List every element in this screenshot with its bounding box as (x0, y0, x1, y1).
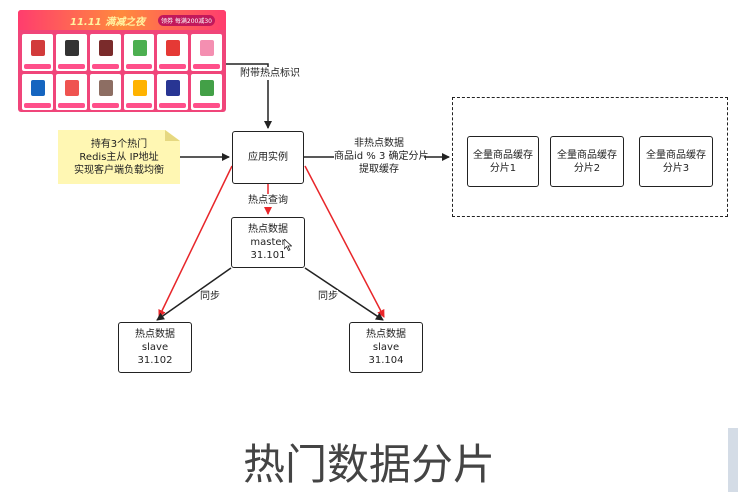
note-fold (165, 130, 180, 141)
red-arrow-right-slave (304, 165, 385, 318)
promo-product (157, 73, 189, 110)
slide-title: 热门数据分片 (242, 440, 495, 489)
hot-query-label: 热点查询 (248, 194, 288, 207)
red-arrow-left-slave (158, 165, 233, 318)
promo-coupon: 领券 每满200减30 (158, 15, 215, 26)
mouse-cursor-icon (284, 239, 292, 251)
node-line: master (250, 237, 286, 248)
non-hot-line: 非热点数据 (354, 138, 404, 149)
node-line: 热点数据 (135, 329, 175, 340)
note-line: Redis主从 IP地址 (79, 151, 159, 163)
client-note: 持有3个热门 Redis主从 IP地址 实现客户端负载均衡 (58, 130, 180, 184)
app-instance-label: 应用实例 (248, 152, 288, 163)
promo-product (191, 73, 222, 110)
node-line: 全量商品缓存 (646, 149, 706, 161)
hot-flag-label: 附带热点标识 (240, 67, 300, 80)
non-hot-line: 提取缓存 (359, 164, 399, 175)
node-line: slave (141, 342, 169, 353)
node-line: slave (372, 342, 400, 353)
node-line: 全量商品缓存 (473, 149, 533, 161)
non-hot-label: 非热点数据 商品id % 3 确定分片 提取缓存 (334, 137, 429, 176)
shard-node-3: 全量商品缓存 分片3 (639, 136, 713, 187)
note-line: 实现客户端负载均衡 (74, 164, 164, 176)
promo-banner-title: 11.11 满减之夜 (70, 17, 146, 28)
scrollbar-thumb[interactable] (728, 428, 738, 492)
node-line: 全量商品缓存 (557, 149, 617, 161)
promo-product (157, 34, 189, 71)
hot-slave-right-node: 热点数据 slave 31.104 (349, 322, 423, 373)
note-line: 持有3个热门 (90, 138, 148, 150)
promo-product (55, 73, 87, 110)
sync-right-label: 同步 (318, 290, 338, 303)
node-line: 31.104 (368, 355, 404, 366)
node-line: 热点数据 (366, 329, 406, 340)
non-hot-line: 商品id % 3 确定分片 (334, 151, 429, 162)
sync-left-label: 同步 (200, 290, 220, 303)
hot-flag-arrow (226, 63, 272, 129)
promo-product (89, 34, 121, 71)
hot-slave-left-node: 热点数据 slave 31.102 (118, 322, 192, 373)
node-line: 热点数据 (248, 224, 288, 235)
node-line: 分片3 (662, 162, 690, 174)
shard-node-2: 全量商品缓存 分片2 (550, 136, 624, 187)
shard-node-1: 全量商品缓存 分片1 (467, 136, 539, 187)
node-line: 31.101 (250, 250, 286, 261)
node-line: 分片1 (489, 162, 517, 174)
promo-product (191, 34, 222, 71)
promo-product (55, 34, 87, 71)
promo-product (123, 34, 155, 71)
promo-product (22, 73, 53, 110)
promo-product (123, 73, 155, 110)
sync-arrow-right (304, 267, 384, 321)
node-line: 分片2 (573, 162, 601, 174)
promo-product-grid (22, 34, 222, 110)
sync-arrow-left (156, 267, 232, 321)
app-instance-node: 应用实例 (232, 131, 304, 184)
node-line: 31.102 (137, 355, 173, 366)
shard-group (452, 97, 728, 217)
promo-product (22, 34, 53, 71)
promo-product (89, 73, 121, 110)
hot-master-node: 热点数据 master 31.101 (231, 217, 305, 268)
promo-image: 11.11 满减之夜 领券 每满200减30 (18, 10, 226, 112)
